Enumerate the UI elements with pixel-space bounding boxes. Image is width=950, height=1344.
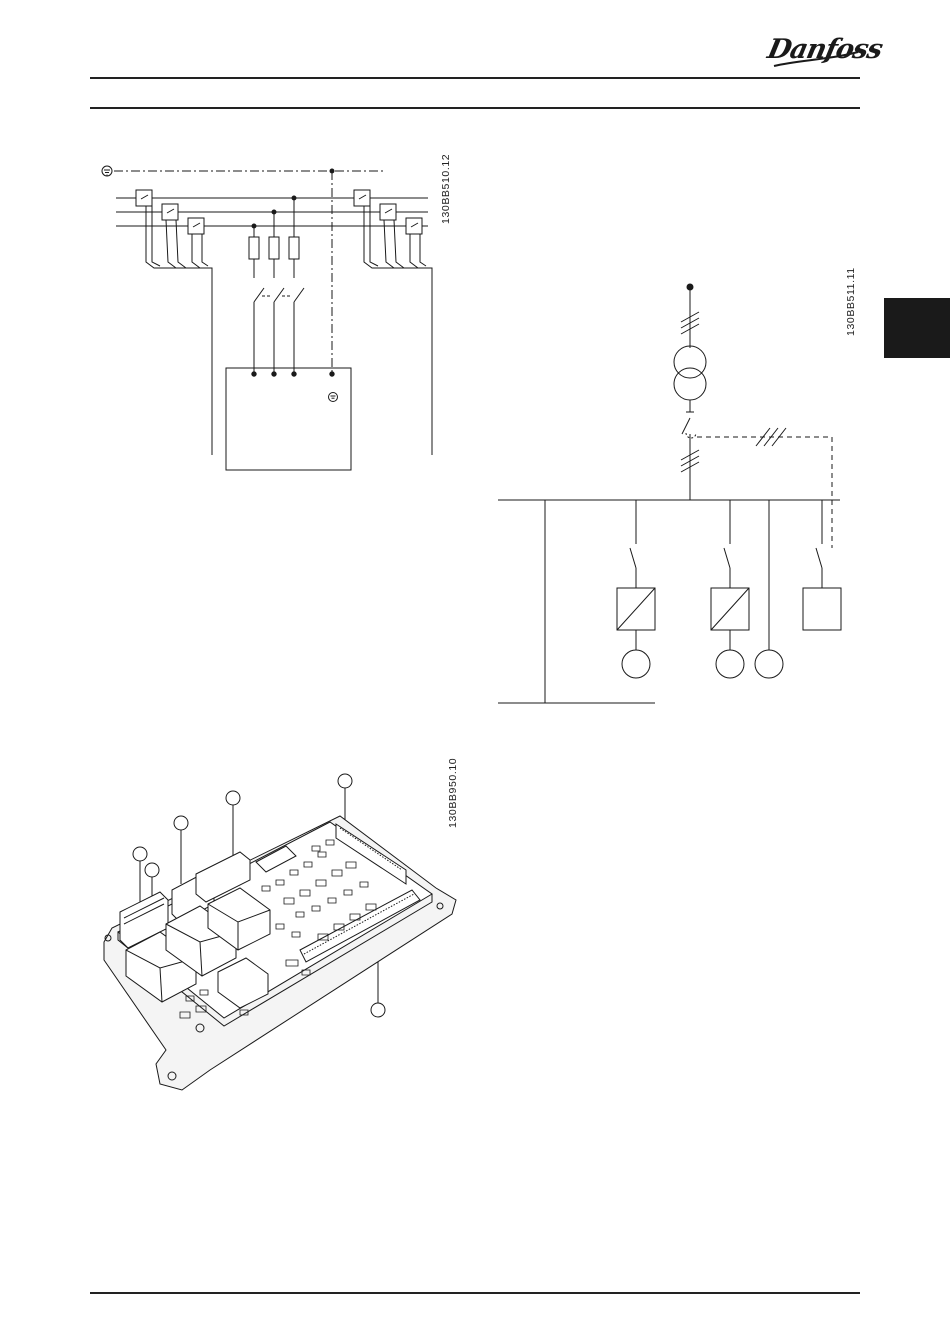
callout-1 <box>338 774 352 788</box>
single-line-diagram-figure <box>495 280 845 710</box>
wiring-diagram-figure <box>95 155 445 475</box>
motor-2 <box>716 650 744 678</box>
earth-symbol-drive <box>329 393 338 402</box>
header-rule-bottom <box>90 107 860 109</box>
callout-5 <box>145 863 159 877</box>
motor-3 <box>755 650 783 678</box>
figure-code-2: 130BB511.11 <box>845 267 857 336</box>
transformer-winding-2 <box>674 368 706 400</box>
motor-1 <box>622 650 650 678</box>
callout-6 <box>371 1003 385 1017</box>
header-rule-top <box>90 77 860 79</box>
brand-wordmark: Danfoss <box>765 34 885 65</box>
chapter-tab <box>884 298 950 358</box>
callout-4 <box>133 847 147 861</box>
danfoss-logo: Danfoss <box>768 30 862 72</box>
callout-3 <box>174 816 188 830</box>
pcb-illustration-figure <box>100 770 460 1100</box>
drive-box <box>226 368 351 470</box>
load-box <box>803 588 841 630</box>
callout-2 <box>226 791 240 805</box>
footer-rule <box>90 1292 860 1294</box>
